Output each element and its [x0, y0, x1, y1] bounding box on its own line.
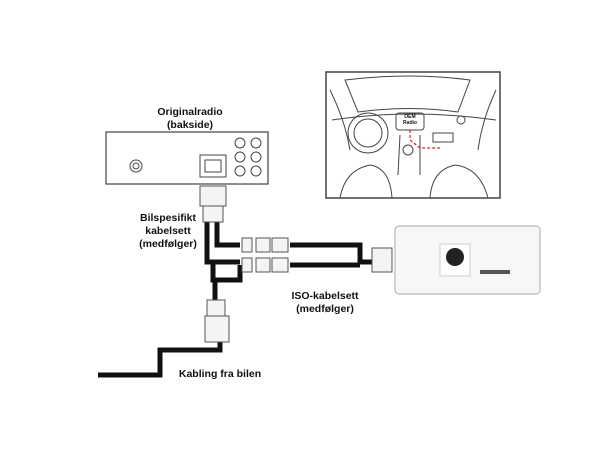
dashed-route	[409, 130, 440, 149]
iso-line-2: (medfølger)	[296, 303, 354, 315]
oem-radio-label: OEM Radio	[396, 114, 424, 126]
radio-label: Originalradio (bakside)	[140, 106, 240, 132]
amplifier	[394, 225, 541, 295]
vehicle-wiring-label: Kabling fra bilen	[178, 368, 262, 380]
connectors	[199, 185, 393, 343]
oem-line-1: OEM	[404, 114, 416, 120]
oem-line-2: Radio	[403, 120, 417, 126]
iso-line-1: ISO-kabelsett	[291, 290, 359, 302]
iso-harness-label: ISO-kabelsett (medfølger)	[275, 290, 375, 316]
cables	[98, 222, 372, 378]
car-interior-illustration	[325, 71, 501, 199]
radio-subtitle: (bakside)	[166, 119, 214, 131]
radio-title: Originalradio	[157, 106, 223, 118]
car-harness-line-2: kabelsett	[145, 225, 191, 237]
car-harness-line-1: Bilspesifikt	[139, 212, 197, 224]
car-harness-line-3: (medfølger)	[139, 238, 197, 250]
original-radio	[105, 131, 269, 185]
car-harness-label: Bilspesifikt kabelsett (medfølger)	[128, 212, 208, 251]
